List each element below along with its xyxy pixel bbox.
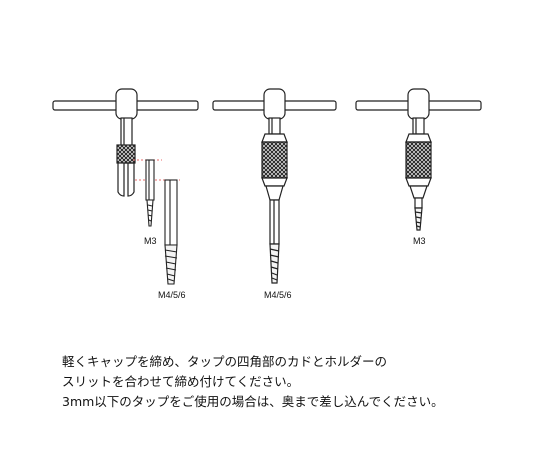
alignment-guides	[133, 159, 180, 181]
knurled-cap-center	[261, 141, 288, 179]
assembled-wrench-m3	[355, 88, 482, 231]
disassembled-tap-wrench	[52, 88, 199, 197]
instruction-line-2: スリットを合わせて締め付けてください。	[62, 374, 300, 389]
label-m3-left: M3	[144, 236, 157, 246]
instruction-line-1: 軽くキャップを締め、タップの四角部のカドとホルダーの	[62, 354, 388, 369]
assembled-wrench-m456	[212, 88, 337, 284]
instructions-text: 軽くキャップを締め、タップの四角部のカドとホルダーの スリットを合わせて締め付け…	[62, 352, 532, 412]
label-m456-center: M4/5/6	[264, 290, 292, 300]
label-m456-left: M4/5/6	[158, 290, 186, 300]
tap-wrench-diagram	[52, 88, 482, 285]
wrench-head	[115, 88, 138, 120]
knurled-cap-right	[405, 141, 432, 179]
collet-jaws	[117, 162, 135, 197]
m456-tap-left	[164, 179, 178, 285]
label-m3-right: M3	[413, 236, 426, 246]
instruction-line-3: 3mm以下のタップをご使用の場合は、奥まで差し込んでください。	[62, 394, 444, 409]
m3-tap-left	[145, 159, 155, 227]
collet-thread	[116, 144, 136, 164]
